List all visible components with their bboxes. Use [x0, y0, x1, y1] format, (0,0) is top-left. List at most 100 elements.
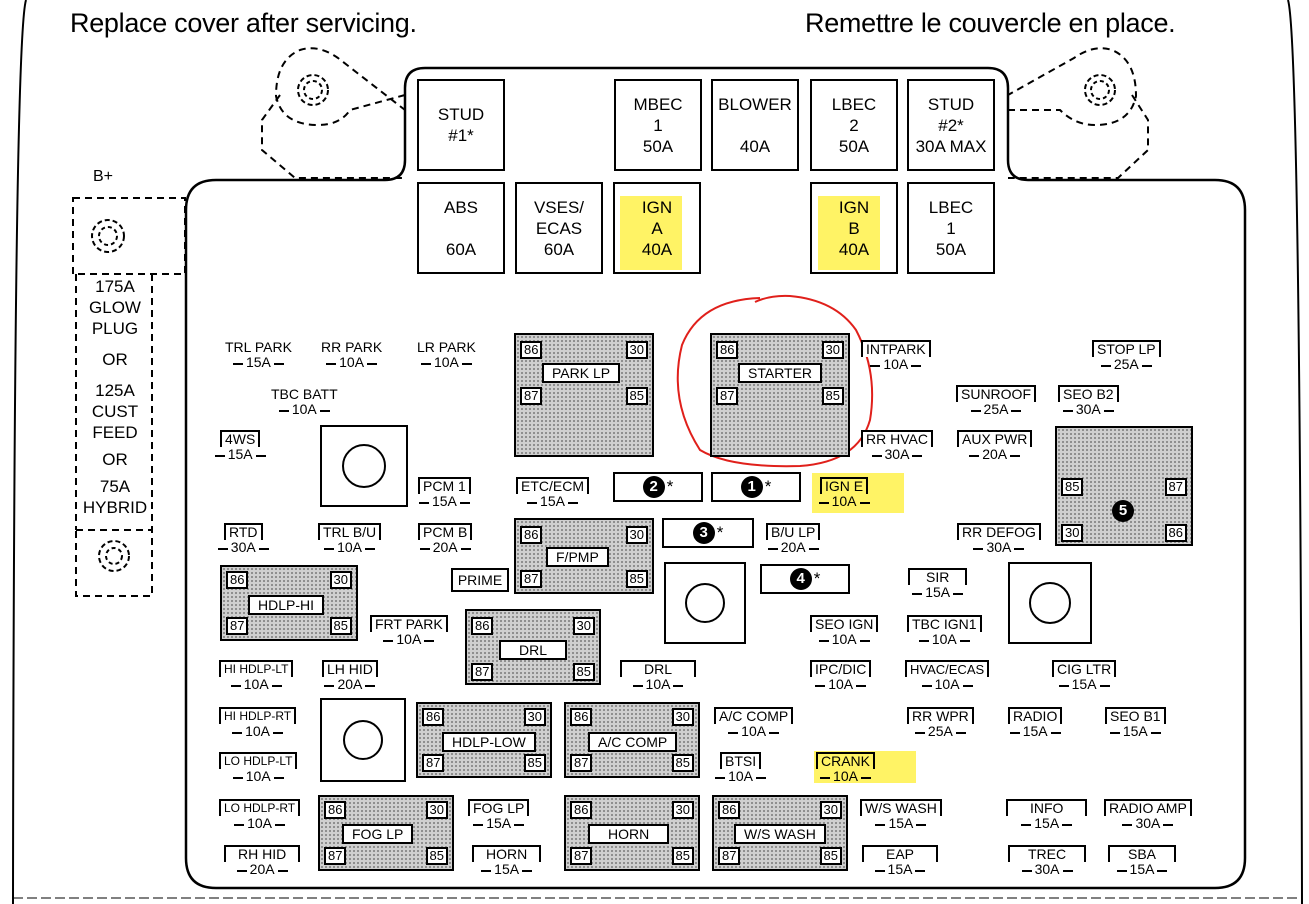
fuse-line: B [848, 218, 860, 238]
fuse-line: #1* [448, 126, 474, 145]
fuse-name: IPC/DIC [810, 660, 872, 677]
maxi-fuse-stud2[interactable]: STUD#2*30A MAX [907, 79, 995, 171]
fuse-line: 30A MAX [915, 136, 987, 156]
maxi-fuse-stud1[interactable]: STUD#1* [417, 79, 505, 171]
slot-4[interactable]: 4* [760, 564, 850, 594]
fuse-name: INTPARK [861, 340, 931, 357]
fuse-amp: 20A [767, 540, 819, 555]
relay-f-pmp[interactable]: 86 30 87 85 F/PMP [514, 518, 654, 594]
fuse-name: SUNROOF [956, 385, 1036, 402]
prime-box[interactable]: PRIME [451, 568, 509, 592]
fuse-name: ETC/ECM [516, 477, 589, 494]
fuse-amp: 15A [875, 816, 927, 831]
slot-1[interactable]: 1* [711, 472, 801, 502]
relay-fog-lp[interactable]: 86 30 87 85 FOG LP [318, 795, 454, 871]
fuse-name: LO HDLP-LT [219, 752, 298, 769]
relay-pin: 30 [1061, 524, 1084, 542]
relay-park-lp[interactable]: 86 30 87 85 PARK LP [514, 333, 654, 457]
relay-horn[interactable]: 86 30 87 85 HORN [564, 795, 700, 871]
fuse-name: FOG LP [468, 799, 530, 816]
fuse-amp: 15A [1116, 862, 1168, 877]
relay-ws-wash[interactable]: 86 30 87 85 W/S WASH [712, 795, 848, 871]
fuse-name: CRANK [816, 752, 876, 769]
relay-ac-comp[interactable]: 86 30 87 85 A/C COMP [564, 702, 700, 778]
slot-3[interactable]: 3* [662, 518, 754, 548]
fuse-amp: 10A [870, 357, 922, 372]
fuse-amp: 10A [632, 677, 684, 692]
relay-pin: 30 [821, 341, 844, 359]
slot-2[interactable]: 2* [613, 472, 703, 502]
relay-hdlp-low[interactable]: 86 30 87 85 HDLP-LOW [416, 702, 552, 778]
fuse-name: HI HDLP-RT [219, 707, 297, 724]
relay-5[interactable]: 85 87 30 86 5 [1055, 426, 1193, 546]
relay-pin: 87 [570, 847, 593, 865]
fuse-line: ABS [443, 197, 479, 217]
header-right-text: Remettre le couvercle en place. [805, 8, 1176, 38]
relay-pin: 85 [671, 754, 694, 772]
relay-hdlp-hi[interactable]: 86 30 87 85 HDLP-HI [220, 565, 358, 641]
fuse-line: ECAS [535, 218, 583, 238]
relay-starter[interactable]: 86 30 87 85 STARTER [710, 333, 850, 457]
relay-pin: 86 [226, 571, 249, 589]
relay-name: A/C COMP [588, 732, 678, 752]
fuse-name: RTD [224, 523, 263, 540]
relay-drl[interactable]: 86 30 87 85 DRL [465, 609, 601, 685]
empty-cavity [320, 425, 408, 507]
